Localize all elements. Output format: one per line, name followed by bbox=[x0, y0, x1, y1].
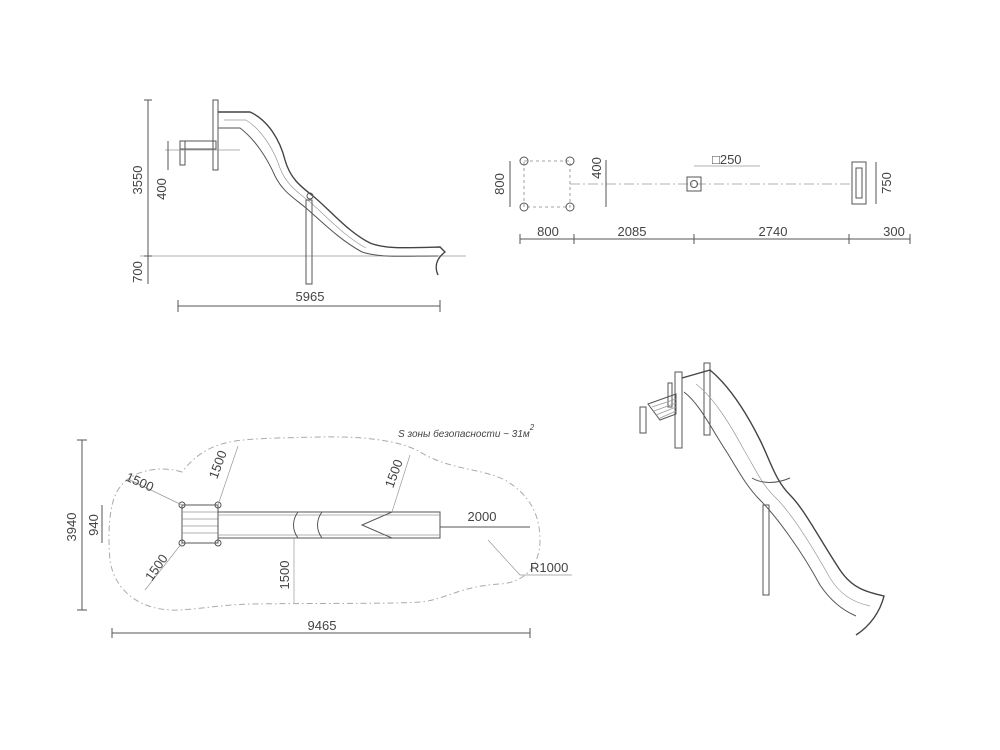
isometric-view bbox=[639, 362, 885, 636]
dim-zone-radius: R1000 bbox=[530, 560, 568, 575]
iso-slide-mid bbox=[695, 383, 871, 607]
plan-middle-post-core bbox=[690, 180, 698, 188]
dim-zone-r-top: 1500 bbox=[206, 448, 230, 480]
dim-zone-r-top-left: 1500 bbox=[124, 469, 157, 494]
slide-inner-line bbox=[224, 119, 367, 249]
dim-ground: 700 bbox=[130, 261, 145, 283]
slide-outline-top bbox=[218, 111, 447, 276]
dim-zone-r-slide-top: 1500 bbox=[382, 457, 406, 489]
iso-deck-board bbox=[657, 410, 677, 420]
top-plan: □250 800 400 750 800 2085 2740 300 bbox=[492, 152, 911, 244]
zone-slide-seam bbox=[293, 511, 323, 539]
dim-plan-width: 800 bbox=[492, 173, 507, 195]
leader-r1 bbox=[129, 479, 183, 506]
dim-platform: 400 bbox=[154, 178, 169, 200]
plan-middle-post bbox=[686, 176, 702, 192]
plan-post-br bbox=[565, 202, 575, 212]
dim-length: 5965 bbox=[296, 289, 325, 304]
iso-slide-outer bbox=[681, 369, 885, 636]
iso-slide-joint bbox=[751, 477, 791, 483]
dim-zone-platform: 940 bbox=[86, 514, 101, 536]
zone-post bbox=[214, 501, 222, 509]
dim-plan-seg2: 2085 bbox=[618, 224, 647, 239]
zone-platform bbox=[181, 504, 219, 544]
leader-r2 bbox=[217, 445, 239, 506]
iso-support-leg bbox=[762, 504, 770, 596]
iso-post-back bbox=[667, 382, 673, 408]
plan-platform bbox=[523, 160, 571, 208]
safety-zone-label: S зоны безопасности ~ 31м2 bbox=[398, 423, 535, 440]
tower-post bbox=[212, 99, 219, 171]
zone-slide-exit bbox=[360, 511, 393, 539]
leader-r1000 bbox=[487, 539, 572, 576]
zone-post bbox=[178, 501, 186, 509]
dim-total-height: 3550 bbox=[130, 166, 145, 195]
platform-leg bbox=[179, 140, 186, 166]
dim-plan-seg4: 300 bbox=[883, 224, 905, 239]
zone-post bbox=[178, 539, 186, 547]
iso-deck-board bbox=[655, 406, 677, 416]
side-view: 3550 400 700 5965 bbox=[130, 99, 466, 312]
support-joint bbox=[306, 192, 314, 200]
plan-post-fr bbox=[565, 156, 575, 166]
dim-zone-r-bottom-left: 1500 bbox=[142, 551, 171, 583]
leader-r3 bbox=[144, 542, 183, 591]
leader-r4 bbox=[391, 454, 411, 513]
iso-post-main bbox=[674, 371, 683, 449]
dim-zone-r-slide-bottom: 1500 bbox=[277, 561, 292, 590]
dim-zone-height: 3940 bbox=[64, 513, 79, 542]
plan-slide-end bbox=[851, 161, 867, 205]
plan-post-bl bbox=[519, 202, 529, 212]
dim-plan-platform: 400 bbox=[589, 157, 604, 179]
slide-support-leg bbox=[305, 199, 313, 285]
iso-slide-inner bbox=[683, 391, 857, 617]
dim-zone-exit: 2000 bbox=[468, 509, 497, 524]
safety-zone-outline bbox=[108, 436, 541, 611]
iso-deck-board bbox=[653, 402, 677, 412]
plan-post-fl bbox=[519, 156, 529, 166]
dim-zone-length: 9465 bbox=[308, 618, 337, 633]
slide-outline-bottom bbox=[218, 127, 439, 257]
dim-plan-end: 750 bbox=[879, 172, 894, 194]
dim-plan-post: □250 bbox=[712, 152, 742, 167]
safety-zone-plan: S зоны безопасности ~ 31м2 1500 1500 150… bbox=[64, 423, 572, 638]
plan-slide-end-inner bbox=[855, 167, 863, 199]
zone-post bbox=[214, 539, 222, 547]
iso-post-rear bbox=[703, 362, 711, 436]
zone-slide bbox=[217, 511, 441, 539]
iso-post-front bbox=[639, 406, 647, 434]
iso-deck-board bbox=[651, 398, 677, 408]
dim-plan-seg1: 800 bbox=[537, 224, 559, 239]
dim-plan-seg3: 2740 bbox=[759, 224, 788, 239]
